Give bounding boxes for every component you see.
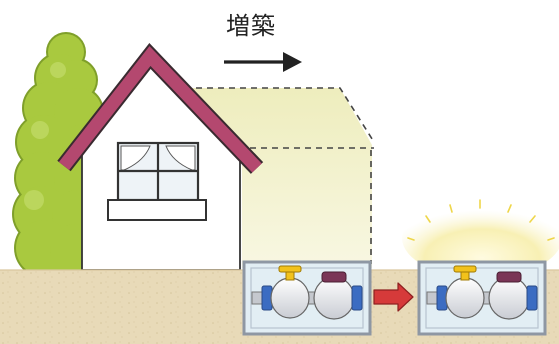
water-meter-icon (251, 265, 363, 320)
meter-body (488, 276, 530, 320)
glow-ray (449, 204, 453, 213)
water-meter-icon (426, 265, 538, 320)
glow-ellipse (402, 198, 559, 278)
move-arrow (373, 282, 414, 312)
meter-cap (496, 271, 522, 283)
extension-dashed-outline (196, 87, 375, 264)
meter-cap (321, 271, 347, 283)
glow-ray (529, 215, 536, 223)
valve-body (270, 277, 310, 319)
window (116, 141, 200, 202)
house (57, 43, 264, 271)
coupling (526, 285, 538, 311)
meter-box-inner-edge (250, 267, 364, 329)
valve-icon (278, 265, 302, 281)
tree-highlight (24, 190, 44, 210)
red-right-arrow-icon (373, 282, 414, 312)
glow-ray (507, 204, 512, 213)
meter-box-new (417, 260, 547, 336)
window-planter-box (107, 199, 207, 221)
glow-rays (407, 199, 555, 241)
tree-highlight (50, 62, 66, 78)
meter-box-current (242, 260, 372, 336)
extension-label: 増築 (226, 12, 276, 40)
meter-body (313, 276, 355, 320)
valve-handle (278, 265, 302, 273)
roof (58, 46, 262, 173)
glow-ray (407, 237, 415, 241)
valve-body (445, 277, 485, 319)
valve-handle (453, 265, 477, 273)
valve-icon (453, 265, 477, 281)
coupling (351, 285, 363, 311)
meter-box-inner-edge (425, 267, 539, 329)
right-arrow-icon (224, 52, 302, 72)
new-location-glow (402, 198, 559, 278)
extension-roof-top-line (196, 87, 375, 143)
glow-ray (425, 215, 431, 223)
glow-ray (547, 237, 555, 241)
arrow-head (283, 52, 302, 72)
tree-highlight (31, 121, 49, 139)
tree-highlights (24, 62, 66, 210)
